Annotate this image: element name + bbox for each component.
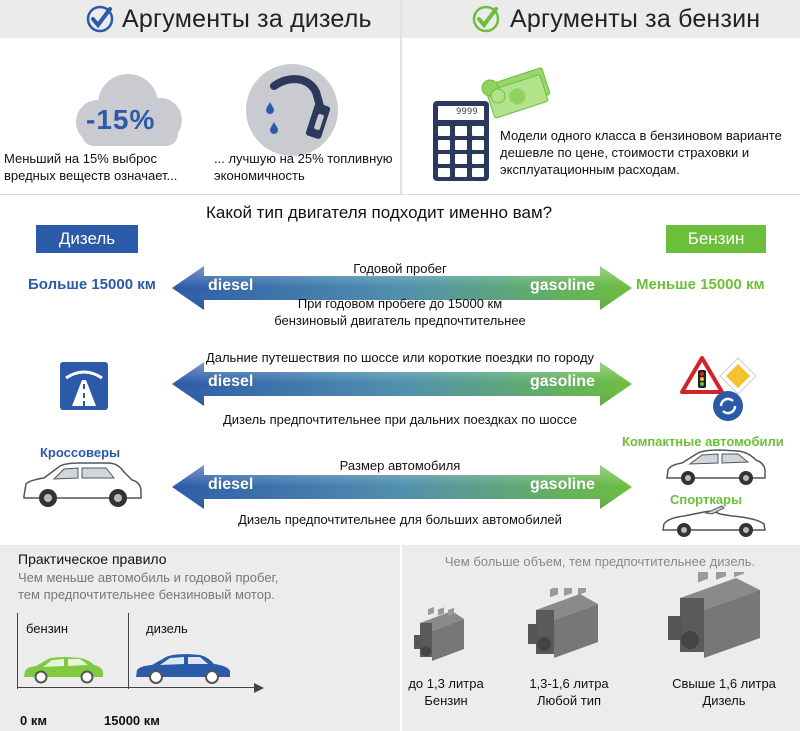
timeline-arrowhead <box>254 683 264 693</box>
mileage-arrow <box>172 266 632 310</box>
engine-icon <box>668 572 760 658</box>
compact-car-icon <box>666 449 766 485</box>
cloud-icon <box>76 74 182 146</box>
mileage-bottom-caption-1: При годовом пробеге до 15000 км <box>297 296 503 311</box>
petrol-args-title: Аргументы за бензин <box>510 5 761 33</box>
engine-small-volume: до 1,3 литра <box>408 676 484 691</box>
rule-petrol-label: бензин <box>26 621 69 636</box>
engines-title: Чем больше объем, тем предпочтительнее д… <box>444 554 756 569</box>
crossover-car-icon <box>23 462 142 507</box>
petrol-arg-text: Модели одного класса в бензиновом вариан… <box>500 128 782 177</box>
rule-panel <box>0 545 400 731</box>
trips-top-caption: Дальние путешествия по шоссе или коротки… <box>205 350 595 365</box>
engine-mid-volume: 1,3-1,6 литра <box>529 676 609 691</box>
compact-car-icon <box>24 657 103 684</box>
crossover-label: Кроссоверы <box>40 445 121 460</box>
fuel-nozzle-icon <box>246 64 338 156</box>
mileage-left-label: Больше 15000 км <box>28 276 156 293</box>
road-signs-icon <box>680 356 757 421</box>
mileage-top-caption: Годовой пробег <box>353 261 447 276</box>
highway-sign-icon <box>60 362 108 410</box>
checkmark-icon <box>86 5 114 33</box>
engine-icon <box>528 588 598 658</box>
diesel-tag: Дизель <box>36 225 138 253</box>
size-gasoline-word: gasoline <box>530 476 595 493</box>
trips-diesel-word: diesel <box>208 373 254 390</box>
diesel-marker-line <box>128 613 129 689</box>
diesel-arg-text-2: ... лучшую на 25% топливную экономичност… <box>214 151 393 183</box>
petrol-marker-line <box>17 613 18 689</box>
petrol-tag: Бензин <box>666 225 766 253</box>
engine-small-type: Бензин <box>424 693 468 708</box>
engine-big-volume: Свыше 1,6 литра <box>672 676 776 691</box>
engine-icon <box>414 606 464 661</box>
checkmark-icon <box>472 5 500 33</box>
compact-car-label: Компактные автомобили <box>622 434 784 449</box>
size-bottom-caption: Дизель предпочтительнее для больших авто… <box>238 512 562 527</box>
engine-big-type: Дизель <box>702 693 746 708</box>
mileage-bottom-caption-2: бензиновый двигатель предпочтительнее <box>274 313 526 328</box>
sedan-car-icon <box>136 654 230 684</box>
separator-line <box>0 194 800 195</box>
rule-diesel-label: дизель <box>146 621 188 636</box>
mileage-gasoline-word: gasoline <box>530 277 595 294</box>
rule-text-1: Чем меньше автомобиль и годовой пробег, <box>18 570 279 585</box>
trips-gasoline-word: gasoline <box>530 373 595 390</box>
calculator-display: 9999 <box>456 107 478 117</box>
mileage-right-label: Меньше 15000 км <box>636 276 765 293</box>
rule-title: Практическое правило <box>18 551 167 567</box>
header-divider <box>400 0 402 195</box>
timeline-axis <box>17 687 255 688</box>
emission-value: -15% <box>86 104 156 135</box>
engine-mid-type: Любой тип <box>536 693 602 708</box>
trips-bottom-caption: Дизель предпочтительнее при дальних поез… <box>222 412 578 427</box>
diesel-arg-text-1: Меньший на 15% выброс вредных веществ оз… <box>4 151 178 183</box>
money-icon <box>481 67 551 119</box>
rule-km-15000: 15000 км <box>104 713 160 728</box>
sports-car-icon <box>662 505 766 537</box>
rule-km-0: 0 км <box>20 713 47 728</box>
question-title: Какой тип двигателя подходит именно вам? <box>206 203 553 222</box>
trips-arrow <box>172 362 632 406</box>
size-diesel-word: diesel <box>208 476 254 493</box>
mileage-diesel-word: diesel <box>208 277 254 294</box>
size-arrow <box>172 465 632 509</box>
sports-car-label: Спорткары <box>670 492 743 507</box>
calculator-icon <box>433 101 489 181</box>
size-top-caption: Размер автомобиля <box>339 458 461 473</box>
diesel-args-title: Аргументы за дизель <box>122 5 372 33</box>
rule-text-2: тем предпочтительнее бензиновый мотор. <box>18 587 275 602</box>
